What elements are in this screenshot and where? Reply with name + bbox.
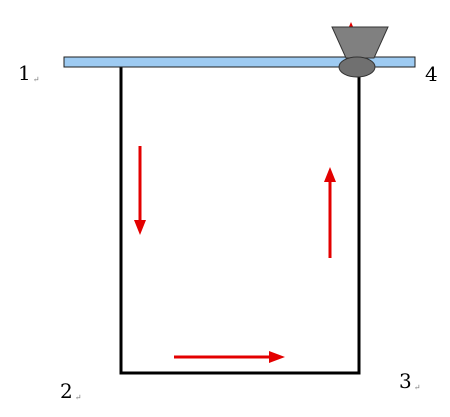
valve-icon	[338, 56, 376, 78]
u-tube	[119, 67, 361, 375]
corner-label-1: 1↵	[18, 63, 39, 90]
up-arrow-icon	[324, 167, 336, 258]
corner-label-3-text: 3	[399, 369, 412, 393]
top-bar	[63, 56, 416, 68]
corner-label-1-mark: ↵	[32, 75, 40, 84]
right-arrow-icon	[174, 351, 285, 363]
funnel-icon	[331, 26, 389, 59]
corner-label-4-text: 4	[425, 62, 438, 86]
corner-label-2-mark: ↵	[74, 393, 82, 402]
corner-label-3-mark: ↵	[413, 383, 421, 392]
down-arrow-icon	[134, 146, 146, 235]
corner-label-1-text: 1	[18, 61, 31, 85]
corner-label-2-text: 2	[60, 379, 73, 403]
corner-label-2: 2↵	[60, 381, 81, 408]
corner-label-4: 4	[425, 64, 438, 84]
corner-label-3: 3↵	[399, 371, 420, 398]
